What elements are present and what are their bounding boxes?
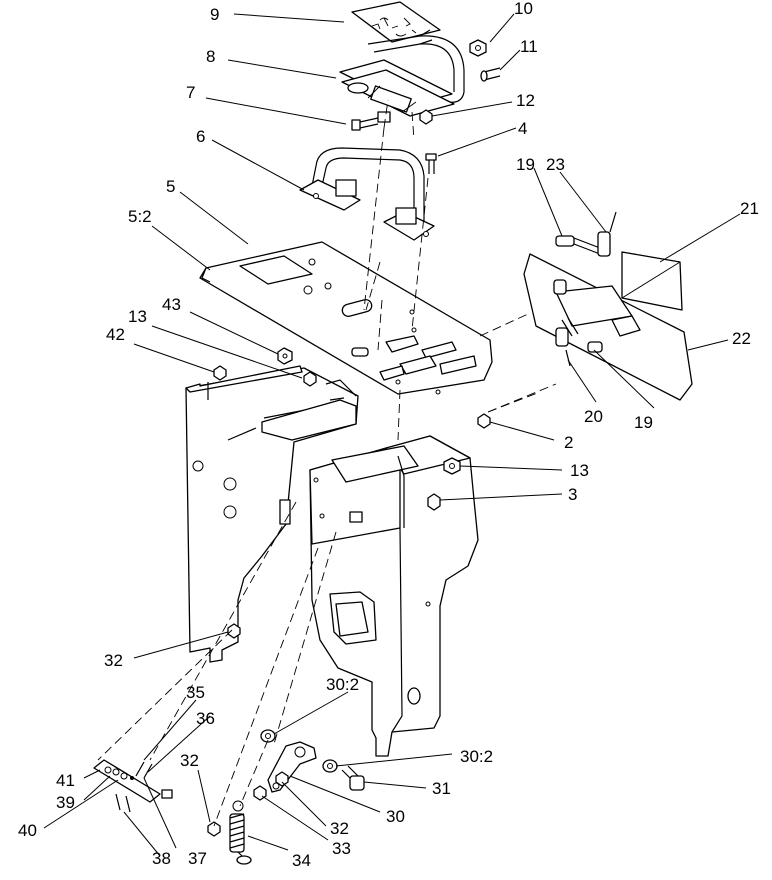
callout-33: 33 <box>332 839 351 858</box>
callout-42: 42 <box>106 325 125 344</box>
callout-36: 36 <box>196 709 215 728</box>
nut-part-13-right <box>443 457 461 475</box>
callout-labels: 9 10 8 11 7 12 4 6 19 23 5 21 5:2 43 22 … <box>18 0 759 870</box>
callout-30: 30 <box>386 807 405 826</box>
callout-7: 7 <box>186 83 195 102</box>
callout-6: 6 <box>196 127 205 146</box>
cover-plate-part-22 <box>523 251 693 401</box>
bolt-part-4 <box>425 153 437 174</box>
bolt-part-7 <box>351 117 379 131</box>
bolt-part-31 <box>341 765 365 791</box>
callout-32-right: 32 <box>330 819 349 838</box>
callout-5: 5 <box>166 177 175 196</box>
linkage-arm-part-30 <box>267 741 317 793</box>
latch-mechanism <box>553 279 641 367</box>
leader-lines <box>43 13 741 857</box>
nut-part-32-top <box>227 623 241 639</box>
bushing-part-30-2-right <box>322 759 338 773</box>
handle-part-8 <box>339 29 465 117</box>
nut-part-10 <box>469 39 487 57</box>
nut-part-12 <box>419 109 433 125</box>
callout-10: 10 <box>514 0 533 18</box>
callout-23: 23 <box>546 155 565 174</box>
decal-part-9 <box>351 1 441 43</box>
callout-11: 11 <box>520 37 538 56</box>
callout-32-lower: 32 <box>180 751 199 770</box>
callout-30-2-top: 30:2 <box>326 675 359 694</box>
nut-part-3 <box>427 493 441 511</box>
callout-32-upper: 32 <box>104 651 123 670</box>
left-frame <box>185 365 359 663</box>
handle-stem <box>377 111 391 123</box>
callout-30-2-right: 30:2 <box>460 747 493 766</box>
callout-31: 31 <box>432 779 451 798</box>
nut-part-42 <box>213 365 227 381</box>
callout-22: 22 <box>732 329 751 348</box>
alignment-lines <box>97 99 557 827</box>
callout-12: 12 <box>516 91 535 110</box>
plate-part-41 <box>93 759 173 803</box>
screws-part-38 <box>115 761 153 813</box>
callout-4: 4 <box>518 119 527 138</box>
callout-43: 43 <box>162 295 181 314</box>
callout-19-bottom: 19 <box>634 413 653 432</box>
pin-part-11 <box>480 67 501 82</box>
bracket-part-6 <box>299 147 435 241</box>
callout-5-2: 5:2 <box>128 207 152 226</box>
latch-part-19 <box>555 211 617 257</box>
right-frame <box>309 435 479 757</box>
nut-part-13-left <box>303 371 317 387</box>
callout-20: 20 <box>584 407 603 426</box>
nut-part-43 <box>277 347 293 365</box>
callout-8: 8 <box>206 47 215 66</box>
callout-34: 34 <box>292 851 311 870</box>
callout-21: 21 <box>740 199 759 218</box>
callout-19-top: 19 <box>516 155 535 174</box>
callout-40: 40 <box>18 821 37 840</box>
top-plate-part-5 <box>199 241 493 395</box>
callout-13-right: 13 <box>570 461 589 480</box>
callout-13-left: 13 <box>128 307 147 326</box>
callout-37: 37 <box>188 849 207 868</box>
callout-35: 35 <box>186 683 205 702</box>
nut-part-2 <box>477 413 491 429</box>
callout-3: 3 <box>568 485 577 504</box>
callout-9: 9 <box>210 5 219 24</box>
spring-part-34 <box>229 800 252 865</box>
callout-41: 41 <box>56 771 75 790</box>
callout-39: 39 <box>56 793 75 812</box>
nut-part-32-mid <box>275 771 289 787</box>
bushing-part-30-2-top <box>260 729 276 743</box>
nut-part-32-bottom <box>207 821 221 837</box>
callout-2: 2 <box>564 433 573 452</box>
callout-38: 38 <box>152 849 171 868</box>
